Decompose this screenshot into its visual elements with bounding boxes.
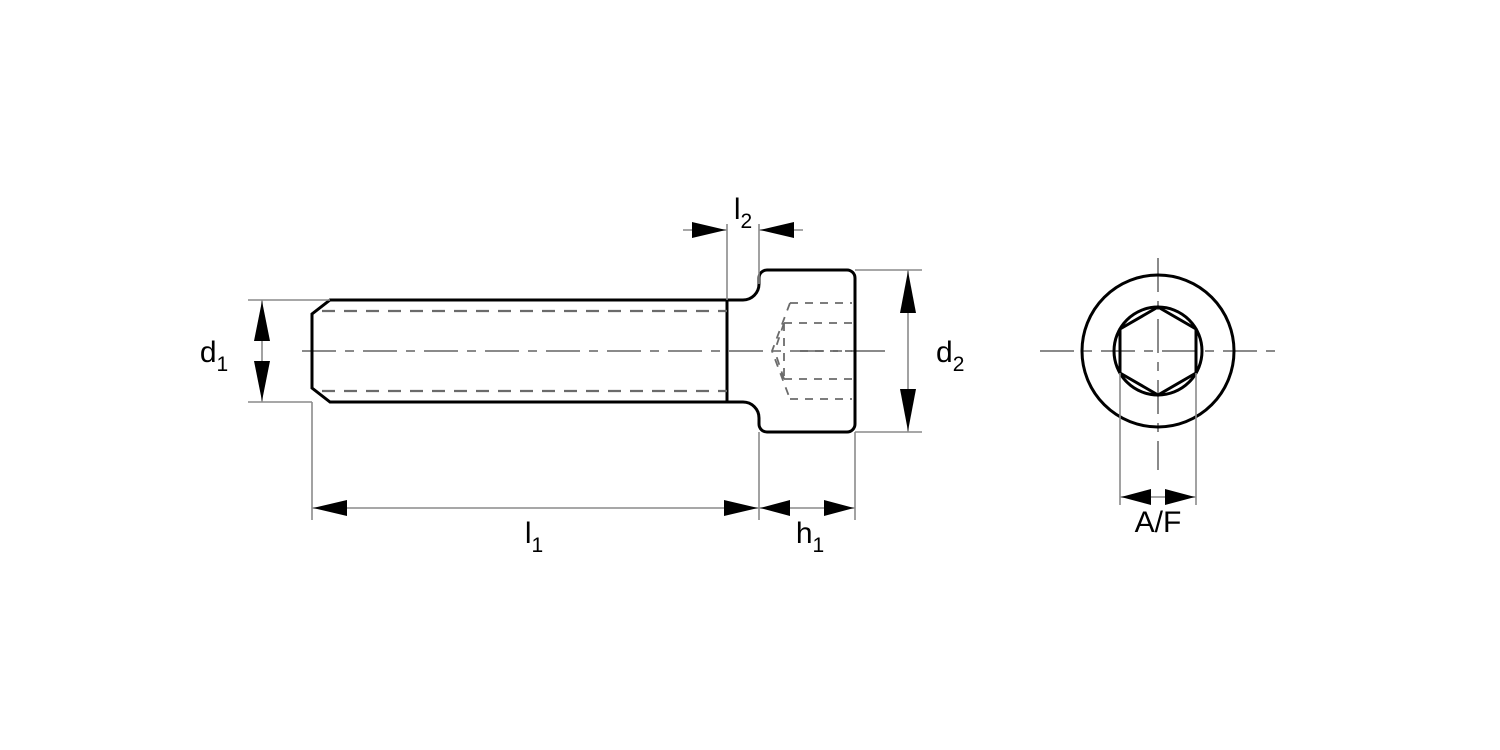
l1-arrow-right — [724, 500, 758, 516]
h1-arrow-left — [760, 500, 790, 516]
l2-label: l2 — [734, 193, 752, 233]
socket-cone-inner-top — [775, 322, 785, 348]
hex-socket-polygon — [1118, 305, 1198, 397]
dimension-d2: d2 — [855, 269, 964, 433]
dimension-l1: l1 — [311, 402, 760, 557]
h1-label: h1 — [796, 517, 824, 557]
dimension-af: A/F — [1119, 373, 1197, 539]
af-label: A/F — [1135, 506, 1182, 539]
dimension-l2: l2 — [683, 193, 803, 300]
l1-label: l1 — [525, 517, 543, 557]
af-arrow-right — [1165, 489, 1195, 505]
l2-arrow-left — [692, 222, 726, 238]
hex-socket-hidden-detail — [771, 302, 852, 400]
l1-arrow-left — [313, 500, 347, 516]
d2-label: d2 — [936, 336, 964, 376]
d1-arrow-top — [254, 301, 270, 341]
dimension-h1: h1 — [759, 432, 856, 557]
socket-cone-outer — [771, 302, 791, 400]
socket-cone-inner-bottom — [775, 354, 785, 380]
head-outline — [727, 268, 857, 434]
l2-arrow-right — [760, 222, 794, 238]
d2-arrow-top — [900, 271, 916, 313]
af-arrow-left — [1121, 489, 1151, 505]
d1-label: d1 — [200, 336, 228, 376]
head-outer-circle — [1080, 273, 1236, 429]
side-elevation-view: d1 d2 l2 — [200, 193, 965, 557]
h1-arrow-right — [824, 500, 854, 516]
end-elevation-view: A/F — [1040, 258, 1276, 539]
d2-arrow-bottom — [900, 389, 916, 431]
dimension-d1: d1 — [200, 299, 330, 403]
d1-arrow-bottom — [254, 361, 270, 401]
